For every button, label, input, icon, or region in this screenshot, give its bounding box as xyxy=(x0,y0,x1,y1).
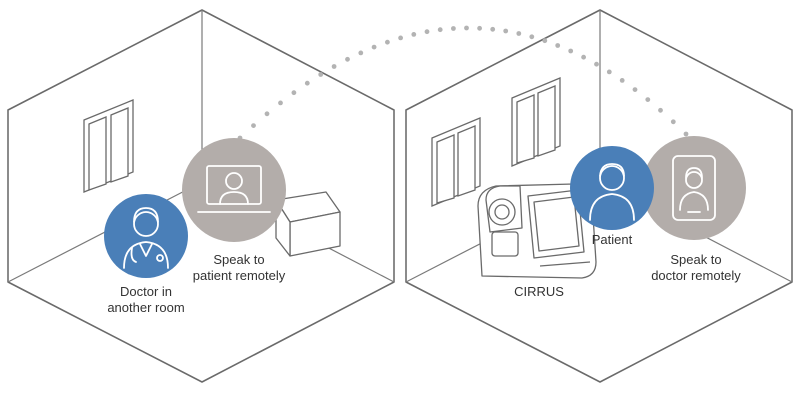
connection-dot xyxy=(542,38,548,44)
connection-dot xyxy=(398,35,403,41)
connection-dot xyxy=(516,31,522,36)
connection-dot xyxy=(529,34,535,40)
patient-label: Patient xyxy=(580,232,644,248)
connection-dot xyxy=(291,90,297,96)
connection-dot xyxy=(251,123,256,128)
connection-dot xyxy=(278,100,283,106)
connection-dot xyxy=(619,78,625,83)
connection-dot xyxy=(568,48,574,54)
tablet-label: Speak to doctor remotely xyxy=(644,252,748,284)
cirrus-label: CIRRUS xyxy=(504,284,574,300)
connection-dot xyxy=(490,26,496,32)
doctor-label-line1: Doctor in xyxy=(119,284,173,299)
tablet-label-line2: doctor remotely xyxy=(651,268,741,283)
connection-dot xyxy=(645,97,651,102)
connection-dot xyxy=(331,64,337,69)
connection-dot xyxy=(581,54,586,60)
connection-dot xyxy=(670,119,676,125)
connection-dot xyxy=(304,80,310,86)
doctor-label-line2: another room xyxy=(107,300,185,315)
connection-dot xyxy=(555,43,561,48)
laptop-label: Speak to patient remotely xyxy=(184,252,294,284)
connection-dot xyxy=(503,28,509,34)
left-room-bench xyxy=(275,191,341,257)
doctor-icon xyxy=(104,194,188,278)
patient-icon xyxy=(570,146,654,230)
tablet-video-call-icon xyxy=(642,136,746,240)
connection-dot xyxy=(264,111,270,117)
connection-dot xyxy=(385,39,390,45)
right-room xyxy=(405,9,793,383)
connection-dot xyxy=(345,56,350,62)
patient-label-text: Patient xyxy=(591,232,633,247)
connection-dot xyxy=(437,27,443,33)
connection-dot xyxy=(411,32,417,37)
laptop-label-line2: patient remotely xyxy=(192,268,286,283)
connection-dot xyxy=(424,29,430,35)
connection-dot xyxy=(464,25,469,31)
connection-dot xyxy=(451,26,456,31)
connection-dot xyxy=(594,61,599,67)
connection-dot xyxy=(658,107,663,113)
tablet-label-line1: Speak to xyxy=(670,252,722,267)
connection-dot xyxy=(606,69,612,75)
cirrus-oct-device-icon xyxy=(477,183,597,279)
right-room-window-right xyxy=(511,77,561,167)
connection-dotted-arc xyxy=(237,25,689,141)
connection-dot xyxy=(371,44,377,50)
connection-dot xyxy=(318,72,324,77)
connection-dot xyxy=(683,131,689,137)
connection-dot xyxy=(632,87,638,92)
left-room-window xyxy=(83,99,134,193)
laptop-label-line1: Speak to xyxy=(213,252,265,267)
connection-dot xyxy=(358,50,364,56)
laptop-video-call-icon xyxy=(182,138,286,242)
cirrus-label-text: CIRRUS xyxy=(514,284,564,299)
doctor-label: Doctor in another room xyxy=(96,284,196,316)
right-room-window-left xyxy=(431,117,481,207)
connection-dot xyxy=(477,25,482,31)
left-room xyxy=(7,9,395,383)
